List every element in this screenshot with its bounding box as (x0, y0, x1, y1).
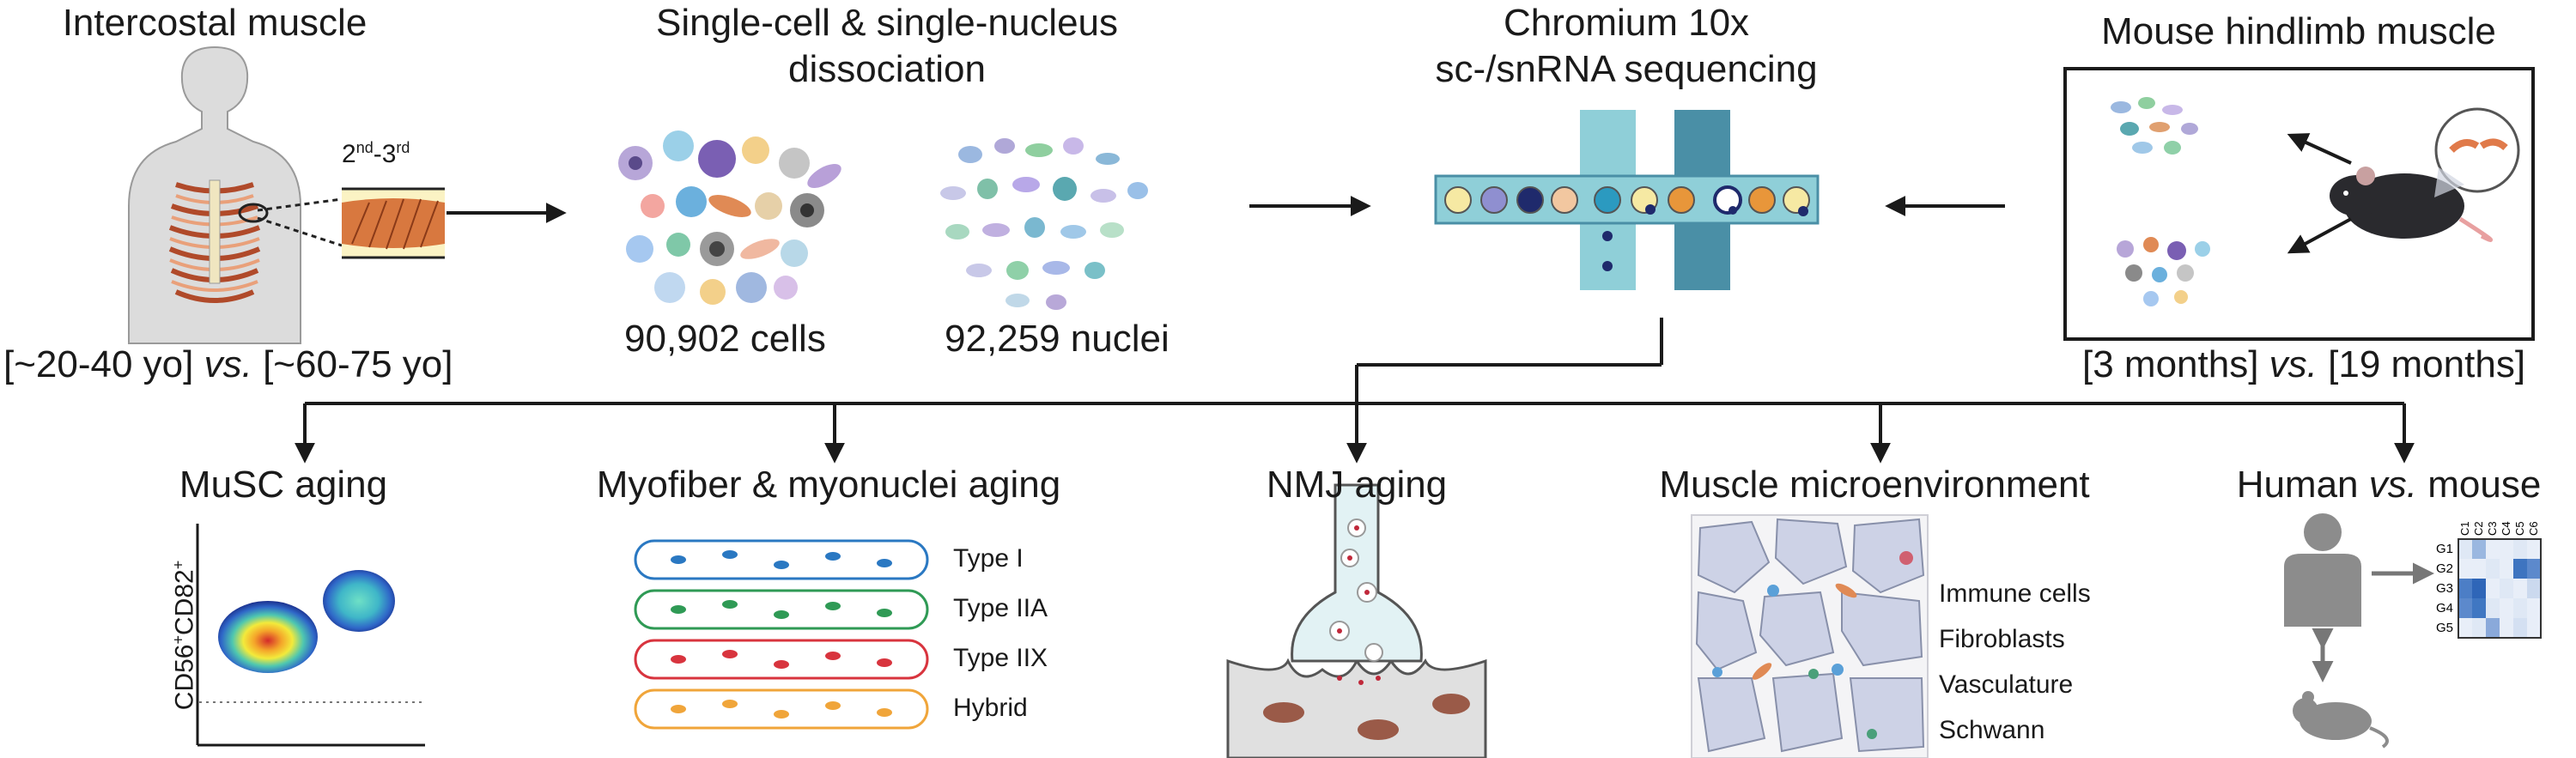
myonuclei-dots (671, 550, 892, 719)
rib-level-label: 2nd-3rd (342, 139, 410, 168)
heatmap-cell (2486, 539, 2500, 559)
title-dissociation-1: Single-cell & single-nucleus (655, 2, 1119, 44)
heatmap-cell (2527, 579, 2541, 598)
heatmap-col-label: C2 (2472, 521, 2485, 536)
heatmap-cell (2500, 559, 2513, 579)
heatmap-cell (2486, 579, 2500, 598)
fiber-type-hybrid: Hybrid (953, 694, 1028, 722)
heatmap-cell (2472, 559, 2486, 579)
heatmap-cell (2458, 618, 2472, 638)
title-sequencing-2: sc-/snRNA sequencing (1435, 48, 1818, 90)
mouse-illustration (2330, 107, 2520, 242)
heatmap-cell (2458, 579, 2472, 598)
heatmap-frame (2458, 538, 2542, 639)
cells-count: 90,902 cells (624, 318, 826, 360)
heatmap-cell (2472, 618, 2486, 638)
heatmap-cell (2472, 579, 2486, 598)
heatmap-col-label: C4 (2500, 521, 2512, 536)
heatmap-col-label: C3 (2486, 521, 2499, 536)
heatmap-col-label: C6 (2527, 521, 2540, 536)
title-human-vs-mouse: Human vs. mouse (2236, 464, 2542, 506)
heatmap-cell (2513, 539, 2527, 559)
fiber-type-i: Type I (953, 544, 1024, 573)
title-sequencing-1: Chromium 10x (1503, 2, 1750, 44)
heatmap-col-label: C5 (2513, 521, 2526, 536)
title-mouse: Mouse hindlimb muscle (2101, 10, 2496, 52)
heatmap-row-label: G4 (2436, 601, 2453, 615)
heatmap-row-label: G2 (2436, 561, 2453, 576)
microenv-fibroblasts: Fibroblasts (1939, 625, 2065, 653)
cells-cluster-illustration (618, 130, 841, 305)
heatmap-cell (2458, 539, 2472, 559)
heatmap-cell (2513, 559, 2527, 579)
title-microenvironment: Muscle microenvironment (1659, 464, 2090, 506)
human-silhouette-icon (2284, 513, 2361, 627)
title-myofiber-aging: Myofiber & myonuclei aging (596, 464, 1061, 506)
heatmap-cell (2472, 539, 2486, 559)
heatmap-row-label: G1 (2436, 542, 2453, 556)
branch-connectors (295, 318, 2415, 464)
heatmap-cell (2486, 618, 2500, 638)
myofiber-illustration (634, 539, 929, 730)
title-nmj-aging: NMJ aging (1266, 464, 1448, 506)
heatmap-cell (2472, 598, 2486, 618)
heatmap-cell (2527, 539, 2541, 559)
microenv-schwann: Schwann (1939, 716, 2045, 744)
heatmap-cell (2513, 579, 2527, 598)
arrow-mouse-nuclei (2287, 133, 2352, 165)
heatmap-cell (2500, 539, 2513, 559)
heatmap-cell (2527, 618, 2541, 638)
musc-flow-plot (196, 524, 425, 747)
heatmap-cell (2458, 559, 2472, 579)
heatmap-row-label: G5 (2436, 621, 2453, 635)
nuclei-count: 92,259 nuclei (945, 318, 1170, 360)
fiber-type-iix: Type IIX (953, 644, 1048, 672)
heatmap-col-label: C1 (2458, 521, 2471, 536)
chromium-chip-illustration (1434, 110, 1820, 290)
title-dissociation-2: dissociation (788, 48, 986, 90)
heatmap-cell (2500, 579, 2513, 598)
heatmap-cell (2513, 598, 2527, 618)
heatmap-row-label: G3 (2436, 581, 2453, 596)
heatmap-cell (2486, 598, 2500, 618)
microenvironment-illustration (1691, 514, 1929, 758)
heatmap-cell (2500, 618, 2513, 638)
mouse-nuclei-cluster (2111, 97, 2198, 155)
heatmap-cell (2527, 559, 2541, 579)
nuclei-cluster-illustration (940, 137, 1148, 310)
mouse-age-groups: [3 months] vs. [19 months] (2082, 343, 2526, 385)
musc-y-axis-label: CD56+CD82+ (169, 560, 199, 711)
fiber-type-iia: Type IIA (953, 594, 1048, 622)
mouse-cells-cluster (2117, 237, 2210, 306)
human-age-groups: [~20-40 yo] vs. [~60-75 yo] (3, 343, 453, 385)
heatmap-cell (2527, 598, 2541, 618)
mouse-silhouette-icon (2293, 691, 2389, 749)
title-musc-aging: MuSC aging (179, 464, 388, 506)
microenv-vasculature: Vasculature (1939, 670, 2074, 699)
heatmap-cell (2513, 618, 2527, 638)
heatmap-cell (2486, 559, 2500, 579)
heatmap-cell (2458, 598, 2472, 618)
human-torso-illustration (128, 45, 445, 344)
arrow-mouse-cells (2287, 217, 2352, 254)
nmj-illustration (1226, 483, 1487, 758)
title-intercostal: Intercostal muscle (62, 2, 368, 44)
microenv-immune: Immune cells (1939, 579, 2091, 608)
heatmap-cell (2500, 598, 2513, 618)
